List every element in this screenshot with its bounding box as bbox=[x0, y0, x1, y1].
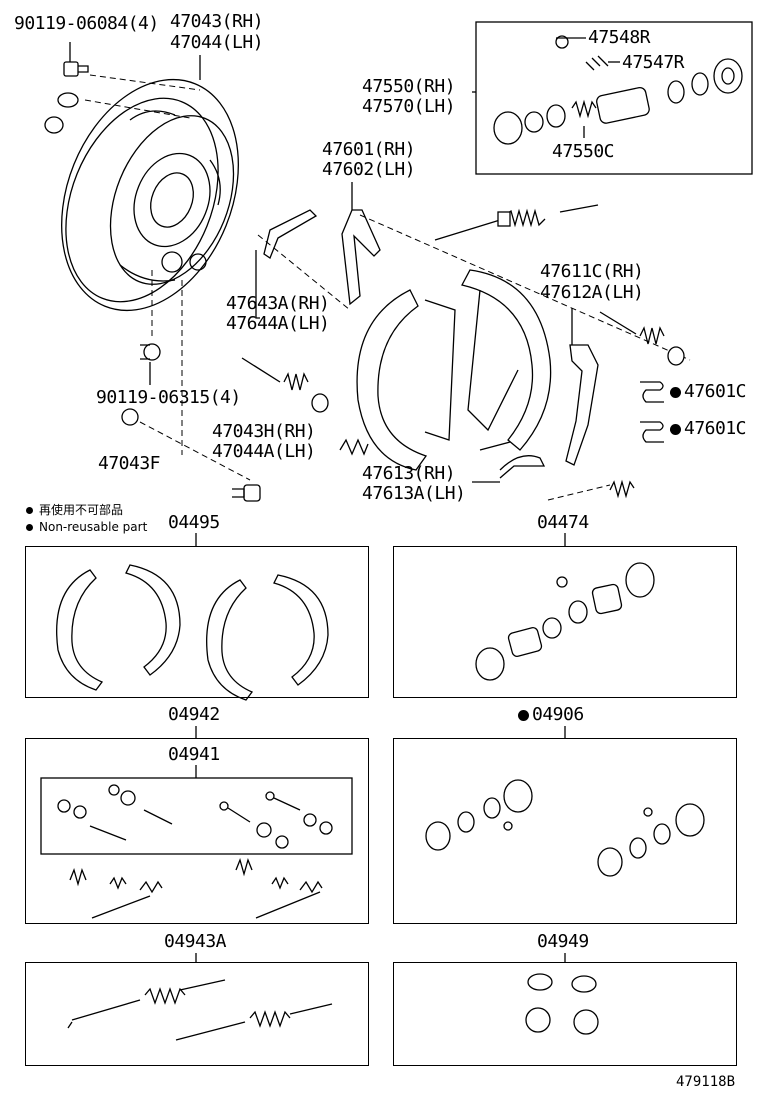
strut-drawing bbox=[565, 344, 599, 466]
wheel-cylinder-parts bbox=[493, 35, 743, 145]
label-bolt-lower: 90119-06315(4) bbox=[96, 387, 241, 408]
label-plate-lh: 47044A(LH) bbox=[212, 441, 316, 462]
backing-plate-drawing bbox=[61, 74, 239, 312]
label-adjuster-lh: 47644A(LH) bbox=[226, 313, 330, 334]
label-strut-rh: 47611C(RH) bbox=[540, 261, 644, 282]
parking-lever-drawing bbox=[341, 209, 381, 306]
kit-box-04943a bbox=[25, 962, 369, 1066]
kit-04906-drawing bbox=[425, 779, 705, 877]
label-plate-rh: 47043H(RH) bbox=[212, 421, 316, 442]
kit-04949-drawing bbox=[525, 973, 599, 1035]
hold-down-spring-left bbox=[241, 357, 329, 413]
label-kit-04941: 04941 bbox=[168, 744, 220, 765]
return-spring-drawing bbox=[339, 438, 635, 501]
label-kit-04474: 04474 bbox=[537, 512, 589, 533]
upper-bolt-drawing bbox=[44, 61, 89, 134]
label-backing-lh: 47044(LH) bbox=[170, 32, 264, 53]
kit-04495-drawing bbox=[56, 564, 329, 701]
nonreusable-dot bbox=[26, 507, 33, 514]
kit-04943a-drawing bbox=[67, 979, 333, 1041]
legend-jp: 再使用不可部品 bbox=[26, 500, 123, 520]
label-kit-04906: 04906 bbox=[518, 705, 584, 725]
kit-box-04906 bbox=[393, 738, 737, 924]
legend-en: Non-reusable part bbox=[26, 517, 147, 537]
label-cylinder-lh: 47570(LH) bbox=[362, 96, 456, 117]
kit-box-04474 bbox=[393, 546, 737, 698]
kit-04474-drawing bbox=[475, 562, 655, 681]
label-bleeder-cap: 47548R bbox=[588, 27, 651, 48]
label-strut-lh: 47612A(LH) bbox=[540, 282, 644, 303]
label-spring-lh: 47613A(LH) bbox=[362, 483, 466, 504]
label-bolt-upper: 90119-06084(4) bbox=[14, 13, 159, 34]
label-adjuster-rh: 47643A(RH) bbox=[226, 293, 330, 314]
kit-box-04495 bbox=[25, 546, 369, 698]
label-lever-rh: 47601(RH) bbox=[322, 139, 416, 160]
nonreusable-dot bbox=[518, 709, 529, 721]
label-lever-lh: 47602(LH) bbox=[322, 159, 416, 180]
kit-box-04949 bbox=[393, 962, 737, 1066]
label-clip-1: 47601C bbox=[670, 382, 747, 402]
nonreusable-dot bbox=[670, 386, 681, 398]
label-cylinder-kit: 47550C bbox=[552, 141, 615, 162]
kit-04941-drawing bbox=[57, 784, 333, 919]
kit-box-04942 bbox=[25, 738, 369, 924]
adjusting-screw-drawing bbox=[434, 204, 599, 241]
label-kit-04942: 04942 bbox=[168, 704, 220, 725]
label-plug: 47043F bbox=[98, 453, 161, 474]
brake-shoes-drawing bbox=[356, 269, 552, 471]
adjuster-lever-drawing bbox=[263, 209, 318, 259]
hold-down-spring-right bbox=[599, 311, 685, 366]
diagram-id: 479118B bbox=[676, 1074, 736, 1090]
label-kit-04949: 04949 bbox=[537, 931, 589, 952]
label-cylinder-rh: 47550(RH) bbox=[362, 76, 456, 97]
lower-bolt-drawing bbox=[121, 270, 261, 502]
label-kit-04495: 04495 bbox=[168, 512, 220, 533]
nonreusable-dot bbox=[26, 524, 33, 531]
clip-upper-drawing bbox=[640, 381, 664, 403]
label-backing-rh: 47043(RH) bbox=[170, 11, 264, 32]
clip-lower-drawing bbox=[640, 421, 664, 443]
nonreusable-dot bbox=[670, 423, 681, 435]
label-kit-04943a: 04943A bbox=[164, 931, 227, 952]
label-spring-rh: 47613(RH) bbox=[362, 463, 456, 484]
label-clip-2: 47601C bbox=[670, 419, 747, 439]
label-bleeder-plug: 47547R bbox=[622, 52, 685, 73]
leader-lines bbox=[69, 37, 680, 962]
